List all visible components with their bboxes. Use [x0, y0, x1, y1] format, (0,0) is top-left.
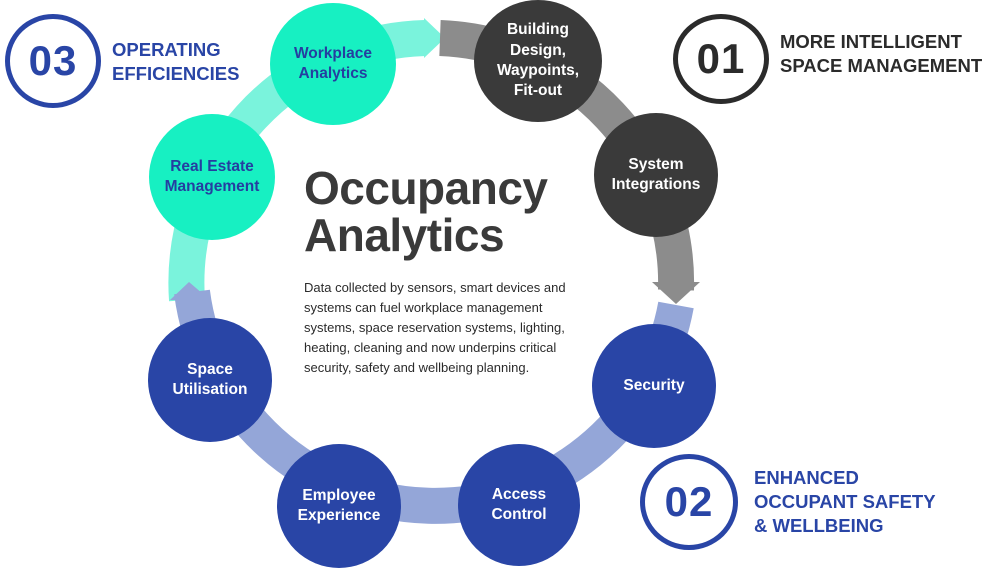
badge-02: 02 [640, 454, 738, 550]
diagram-title: Occupancy Analytics [304, 162, 548, 261]
node-system-integrations: System Integrations [594, 113, 718, 237]
node-security: Security [592, 324, 716, 448]
diagram-description: Data collected by sensors, smart devices… [304, 280, 566, 375]
badge-03: 03 [5, 14, 101, 108]
node-building-design: Building Design, Waypoints, Fit-out [474, 0, 602, 122]
node-workplace-analytics: Workplace Analytics [270, 3, 396, 125]
node-employee-experience: Employee Experience [277, 444, 401, 568]
badge-01-heading: MORE INTELLIGENT SPACE MANAGEMENT [780, 31, 983, 77]
blue-arc-arrowhead [170, 282, 210, 300]
node-real-estate-management: Real Estate Management [149, 114, 275, 240]
badge-03-heading: OPERATING EFFICIENCIES [112, 39, 240, 85]
node-access-control: Access Control [458, 444, 580, 566]
dark-arc-arrowhead [652, 282, 700, 304]
badge-01: 01 [673, 14, 769, 104]
node-space-utilisation: Space Utilisation [148, 318, 272, 442]
badge-02-heading: ENHANCED OCCUPANT SAFETY & WELLBEING [754, 467, 936, 537]
teal-arc-arrowhead [424, 18, 445, 58]
